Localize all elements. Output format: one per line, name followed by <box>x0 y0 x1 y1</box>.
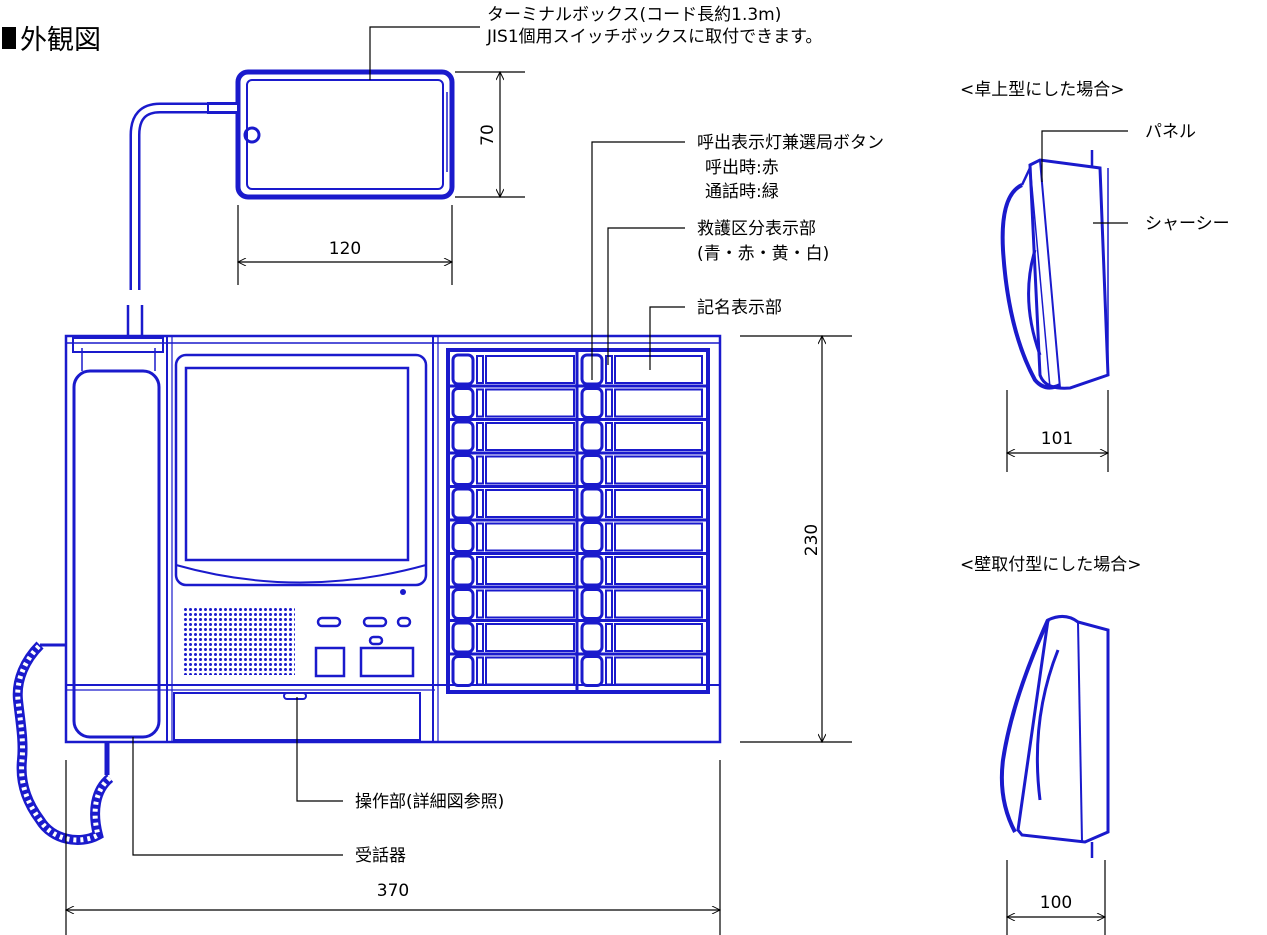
terminal-box-note: JIS1個用スイッチボックスに取付できます。 <box>486 27 822 47</box>
terminal-width-dim: 120 <box>329 239 361 259</box>
chassis-label: シャーシー <box>1145 214 1230 234</box>
speaker-grille <box>183 607 295 675</box>
rescue-indicator <box>605 556 613 585</box>
rescue-indicator <box>605 388 613 418</box>
terminal-box-label: ターミナルボックス(コード長約1.3m) <box>487 5 781 25</box>
rescue-indicator <box>605 623 613 652</box>
call-button <box>451 621 475 654</box>
panel-label: パネル <box>1145 122 1196 142</box>
name-card <box>485 489 575 518</box>
rescue-indicator <box>605 422 613 451</box>
call-button <box>580 588 604 620</box>
panel-leader <box>1041 130 1128 182</box>
call-button <box>580 621 604 654</box>
call-button-leader <box>591 141 685 380</box>
call-button <box>580 387 604 419</box>
name-card <box>614 589 703 619</box>
name-card <box>485 623 575 652</box>
name-card <box>485 388 575 418</box>
name-display-label: 記名表示部 <box>697 298 782 318</box>
terminal-box <box>126 69 455 338</box>
call-button <box>580 454 604 486</box>
call-button <box>580 487 604 520</box>
name-card <box>614 489 703 518</box>
call-button <box>451 353 475 386</box>
call-button <box>451 454 475 486</box>
rescue-indicator <box>476 589 484 619</box>
name-card <box>485 422 575 451</box>
name-card <box>614 422 703 451</box>
rescue-indicator <box>605 589 613 619</box>
call-button <box>451 487 475 520</box>
terminal-height-dim: 70 <box>478 124 498 146</box>
name-card <box>485 455 575 485</box>
name-card <box>485 589 575 619</box>
rescue-indicator <box>476 422 484 451</box>
call-button <box>451 420 475 453</box>
title-square-icon <box>2 27 16 49</box>
name-card <box>614 455 703 485</box>
drawing-title: 外観図 <box>20 25 101 56</box>
rescue-indicator <box>605 656 613 686</box>
operation-leader <box>296 697 343 802</box>
name-card <box>614 556 703 585</box>
call-button <box>580 554 604 587</box>
unit-width-dim: 370 <box>377 881 409 901</box>
rescue-indicator <box>605 355 613 384</box>
name-card <box>485 556 575 585</box>
call-button <box>451 521 475 553</box>
wall-side-view <box>999 615 1110 858</box>
call-button <box>580 420 604 453</box>
desk-depth-dim: 101 <box>1041 429 1073 449</box>
rescue-indicator <box>476 623 484 652</box>
name-card <box>614 388 703 418</box>
rescue-display-label: 救護区分表示部 <box>697 219 816 239</box>
rescue-indicator <box>605 489 613 518</box>
call-button <box>451 655 475 687</box>
rescue-indicator <box>476 489 484 518</box>
wall-depth-dim: 100 <box>1040 893 1072 913</box>
call-button <box>580 521 604 553</box>
rescue-indicator <box>476 455 484 485</box>
call-button <box>451 387 475 419</box>
desk-side-view <box>1000 150 1110 390</box>
call-button <box>451 588 475 620</box>
handset-label: 受話器 <box>355 846 406 866</box>
name-card <box>485 355 575 384</box>
terminal-box-leader <box>369 26 480 80</box>
handset-leader <box>132 737 343 856</box>
unit-height-dim: 230 <box>802 524 822 556</box>
name-card <box>614 522 703 552</box>
name-display-leader <box>649 306 685 370</box>
rescue-indicator <box>605 455 613 485</box>
wall-view-title: <壁取付型にした場合> <box>960 555 1142 575</box>
rescue-indicator <box>476 388 484 418</box>
rescue-colors-label: (青・赤・黄・白) <box>697 244 829 264</box>
call-button <box>580 655 604 687</box>
talk-green-label: 通話時:緑 <box>705 182 779 202</box>
rescue-indicator <box>476 355 484 384</box>
rescue-indicator <box>476 556 484 585</box>
desk-view-title: <卓上型にした場合> <box>960 80 1125 100</box>
rescue-indicator <box>476 656 484 686</box>
operation-label: 操作部(詳細図参照) <box>355 792 504 812</box>
rescue-display-leader <box>607 227 685 365</box>
call-button-label: 呼出表示灯兼選局ボタン <box>697 133 884 153</box>
call-button <box>451 554 475 587</box>
rescue-indicator <box>605 522 613 552</box>
main-unit <box>12 334 722 845</box>
name-card <box>485 656 575 686</box>
name-card <box>614 355 703 384</box>
name-card <box>485 522 575 552</box>
name-card <box>614 656 703 686</box>
call-red-label: 呼出時:赤 <box>705 158 779 178</box>
rescue-indicator <box>476 522 484 552</box>
name-card <box>614 623 703 652</box>
